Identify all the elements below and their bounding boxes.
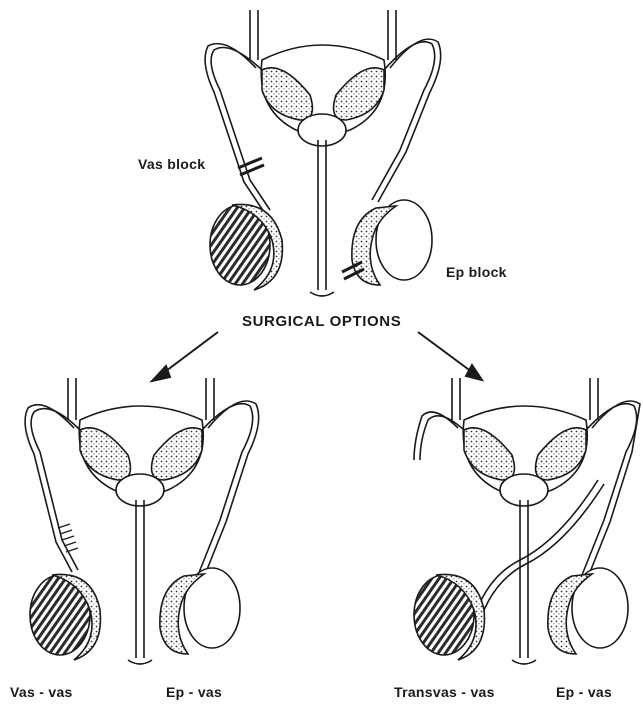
prostate — [298, 114, 346, 146]
label-ep-vas-right: Ep - vas — [556, 684, 612, 700]
arrow-left — [152, 332, 218, 381]
label-surgical-options: SURGICAL OPTIONS — [242, 313, 401, 330]
top-anatomy — [205, 10, 441, 296]
bottom-right-anatomy — [414, 378, 640, 664]
bottom-left-anatomy — [25, 378, 259, 664]
label-vas-block: Vas block — [138, 156, 205, 172]
label-vas-vas: Vas - vas — [10, 684, 73, 700]
arrow-right — [418, 332, 482, 380]
label-ep-vas-left: Ep - vas — [166, 684, 222, 700]
label-ep-block: Ep block — [446, 264, 507, 280]
vas-block-marker — [238, 158, 264, 175]
label-transvas-vas: Transvas - vas — [394, 684, 495, 700]
